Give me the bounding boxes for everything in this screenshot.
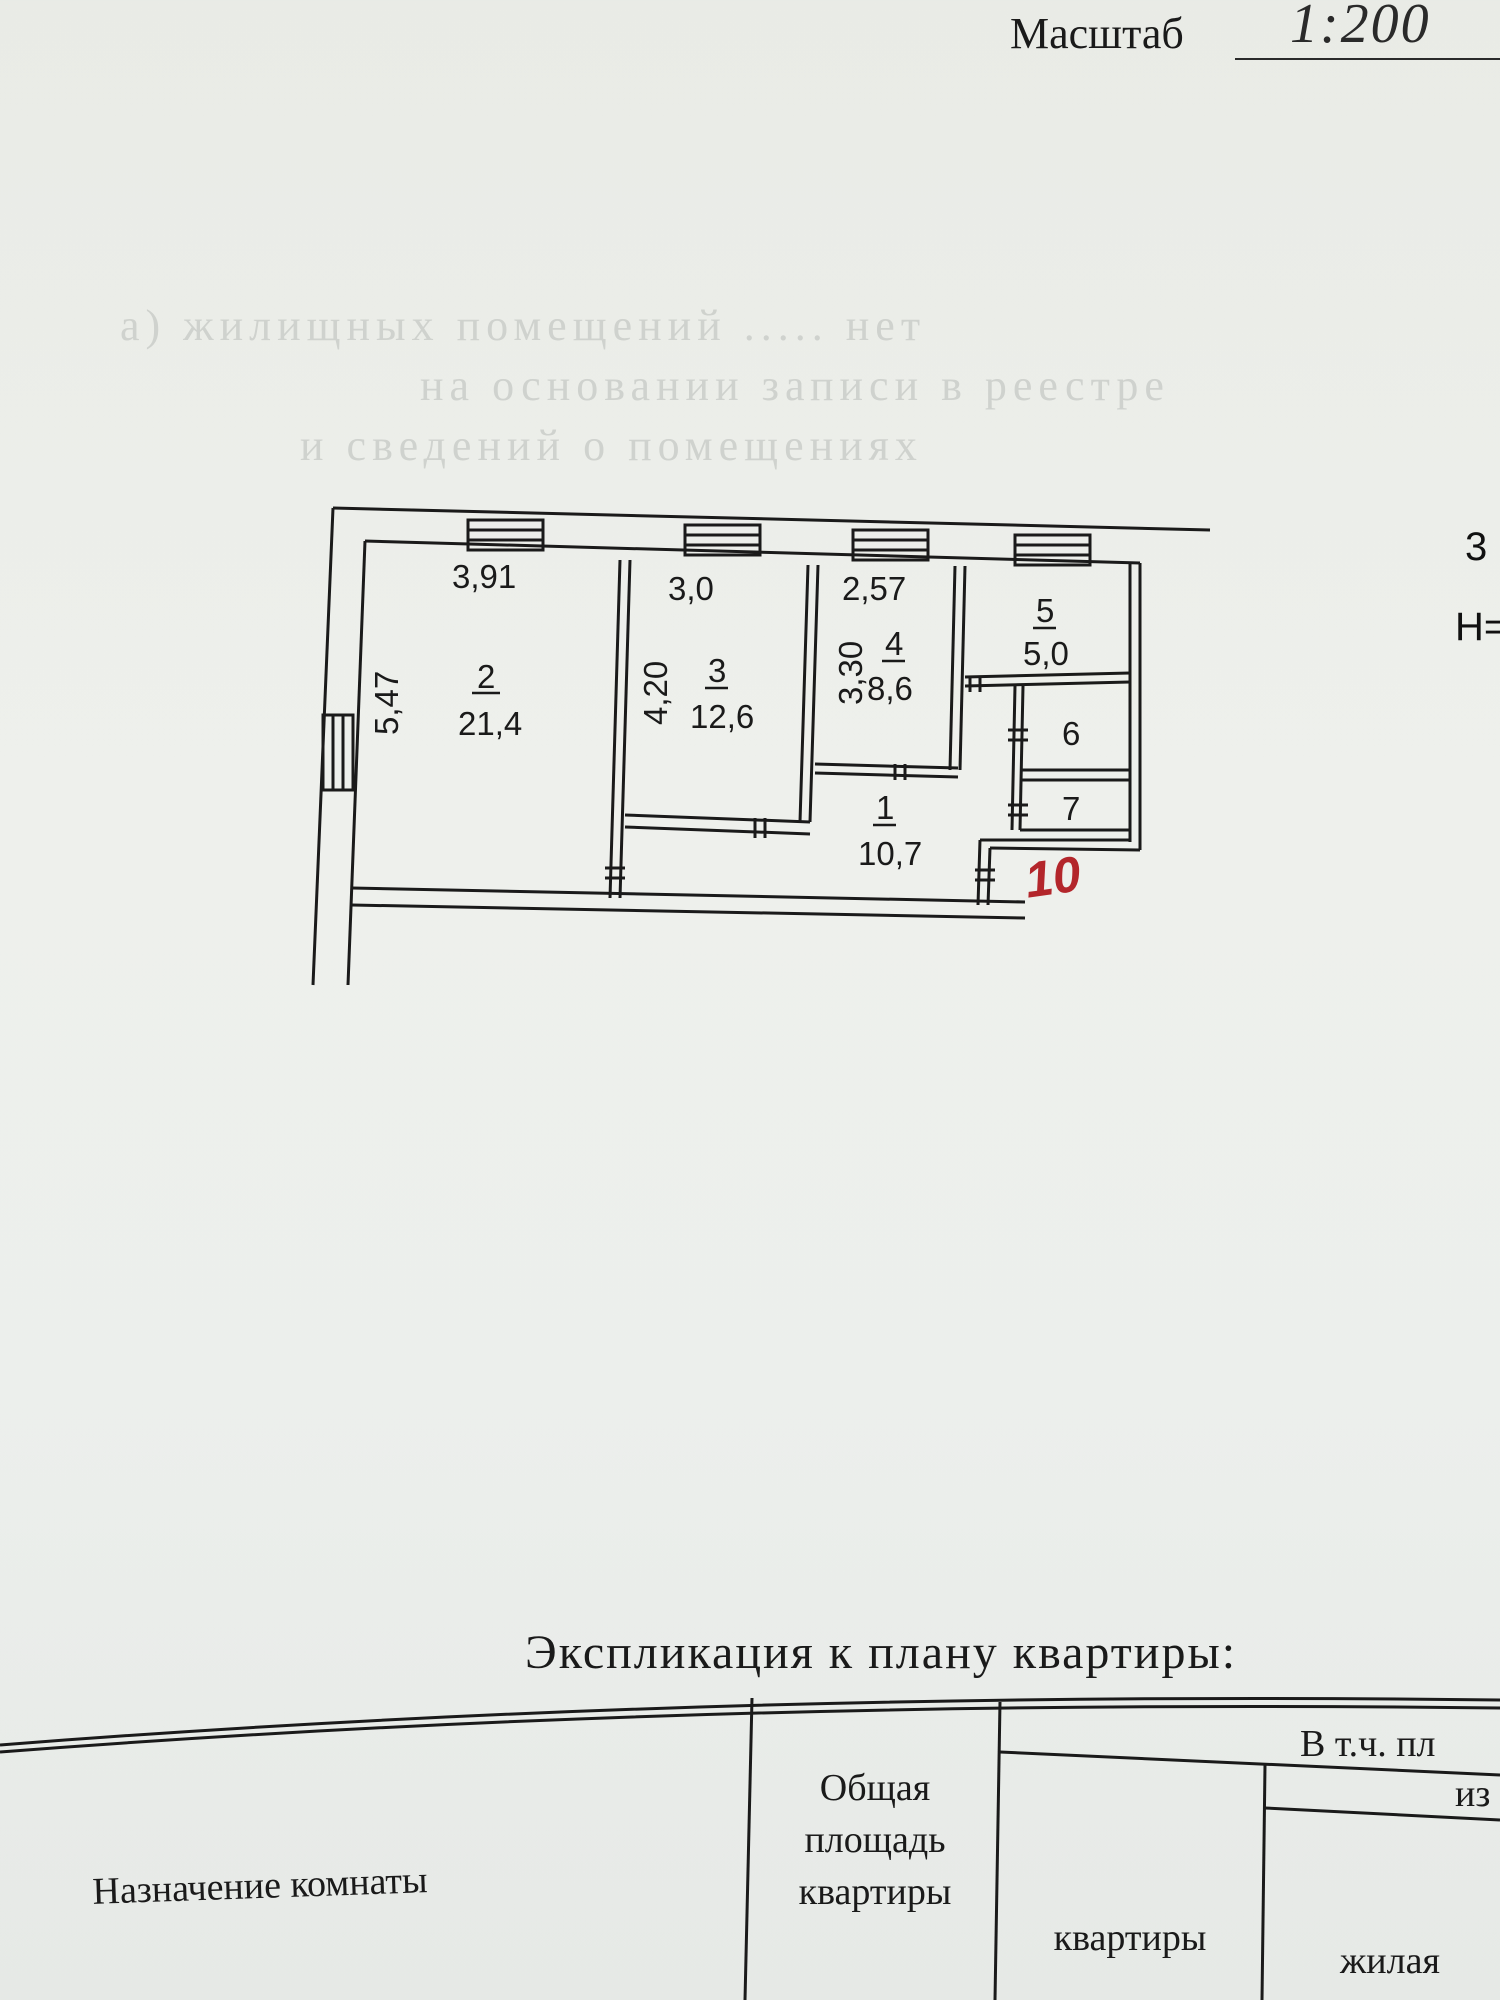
dim-391: 3,91 — [452, 558, 516, 595]
explication-title: Экспликация к плану квартиры: — [525, 1626, 1238, 1679]
col-including-header: В т.ч. пл — [1300, 1723, 1436, 1765]
col-total-header: Общая площадь квартиры — [798, 1767, 952, 1913]
room-5-number: 5 — [1036, 592, 1054, 629]
scale-label: Масштаб — [1010, 9, 1184, 58]
room-1-number: 1 — [876, 789, 894, 826]
floor-plan: 3,91 5,47 3,0 4,20 2,57 3,30 2 21,4 3 12… — [311, 506, 1211, 986]
col-living-header: жилая — [1340, 1940, 1440, 1982]
scale-value: 1:200 — [1290, 0, 1431, 55]
bleed-through-text: и сведений о помещениях — [300, 421, 923, 470]
scale-underline — [1235, 58, 1500, 60]
room-1-area: 10,7 — [858, 835, 922, 872]
dim-330: 3,30 — [832, 641, 869, 705]
room-4-area: 8,6 — [867, 670, 913, 707]
room-6-number: 6 — [1062, 715, 1080, 752]
room-7-number: 7 — [1062, 790, 1080, 827]
dim-547: 5,47 — [368, 671, 405, 735]
bleed-through-text: на основании записи в реестре — [420, 361, 1170, 410]
room-2-number: 2 — [477, 658, 495, 695]
dim-30: 3,0 — [668, 570, 714, 607]
col-apartment-header: квартиры — [1053, 1917, 1207, 1959]
room-2-area: 21,4 — [458, 705, 522, 742]
col-sub-header: из — [1455, 1773, 1491, 1815]
dim-257: 2,57 — [842, 570, 906, 607]
margin-text-top: 3 — [1465, 525, 1488, 569]
bleed-through-text: а) жилищных помещений ..... нет — [120, 301, 927, 350]
room-5-area: 5,0 — [1023, 635, 1069, 672]
room-3-area: 12,6 — [690, 698, 754, 735]
dim-420: 4,20 — [637, 661, 674, 725]
room-4-number: 4 — [885, 625, 903, 662]
room-3-number: 3 — [708, 652, 726, 689]
margin-text-mid: Н= — [1455, 605, 1500, 649]
